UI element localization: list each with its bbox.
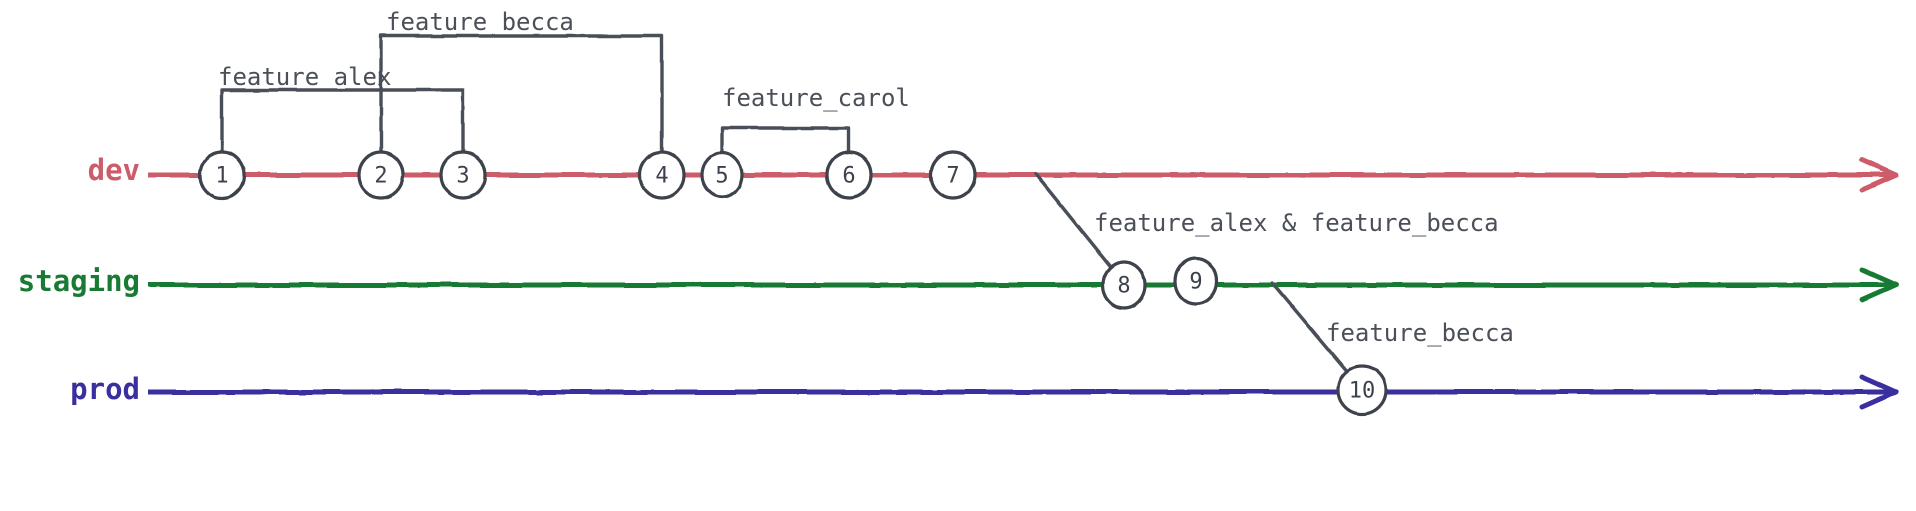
- commit-node-10[interactable]: [1336, 364, 1388, 416]
- commit-node-7[interactable]: [929, 150, 977, 200]
- feature-labels-group: feature_alex feature_becca feature_carol…: [218, 8, 1514, 347]
- merge-label-alex-and-becca: feature_alex & feature_becca: [1094, 209, 1499, 237]
- commit-label-5: 5: [715, 164, 728, 189]
- commit-numbers-group: 1 2 3 4 5 6 7 8 9 10: [215, 164, 1375, 404]
- commit-label-2: 2: [374, 164, 387, 189]
- commit-label-10: 10: [1349, 379, 1376, 404]
- bracket-feature-alex: [220, 88, 465, 162]
- commit-label-8: 8: [1117, 274, 1130, 299]
- merge-line-dev-to-staging: [1034, 172, 1126, 285]
- commit-label-7: 7: [946, 164, 959, 189]
- branch-lines-group: [148, 157, 1899, 410]
- staging-arrowhead: [1859, 267, 1899, 303]
- commit-node-5[interactable]: [700, 151, 744, 199]
- commit-label-4: 4: [655, 164, 668, 189]
- branch-line-dev: [148, 157, 1899, 193]
- commit-label-1: 1: [215, 164, 228, 189]
- commit-node-9[interactable]: [1173, 256, 1219, 306]
- feature-label-carol: feature_carol: [722, 84, 910, 112]
- feature-label-becca: feature_becca: [386, 8, 574, 36]
- merge-label-becca: feature_becca: [1326, 319, 1514, 347]
- commit-node-1[interactable]: [198, 150, 246, 200]
- bracket-feature-carol: [720, 126, 851, 162]
- branch-label-staging[interactable]: staging: [18, 264, 140, 298]
- commit-nodes-group: [198, 150, 1388, 416]
- commit-node-8[interactable]: [1101, 260, 1147, 310]
- branch-labels-group: dev staging prod: [18, 153, 140, 406]
- commit-node-6[interactable]: [825, 150, 873, 200]
- commit-node-4[interactable]: [638, 150, 686, 200]
- branch-line-staging: [148, 267, 1899, 303]
- commit-label-3: 3: [456, 164, 469, 189]
- commit-node-3[interactable]: [439, 150, 487, 200]
- bracket-feature-becca: [379, 34, 664, 162]
- commit-label-6: 6: [842, 164, 855, 189]
- prod-arrowhead: [1859, 374, 1899, 410]
- feature-brackets-group: [220, 34, 851, 162]
- feature-label-alex: feature_alex: [218, 63, 391, 91]
- commit-node-2[interactable]: [357, 150, 405, 200]
- commit-label-9: 9: [1189, 270, 1202, 295]
- branch-label-dev[interactable]: dev: [88, 153, 140, 187]
- branch-line-prod: [148, 374, 1899, 410]
- dev-arrowhead: [1859, 157, 1899, 193]
- branch-label-prod[interactable]: prod: [70, 372, 140, 406]
